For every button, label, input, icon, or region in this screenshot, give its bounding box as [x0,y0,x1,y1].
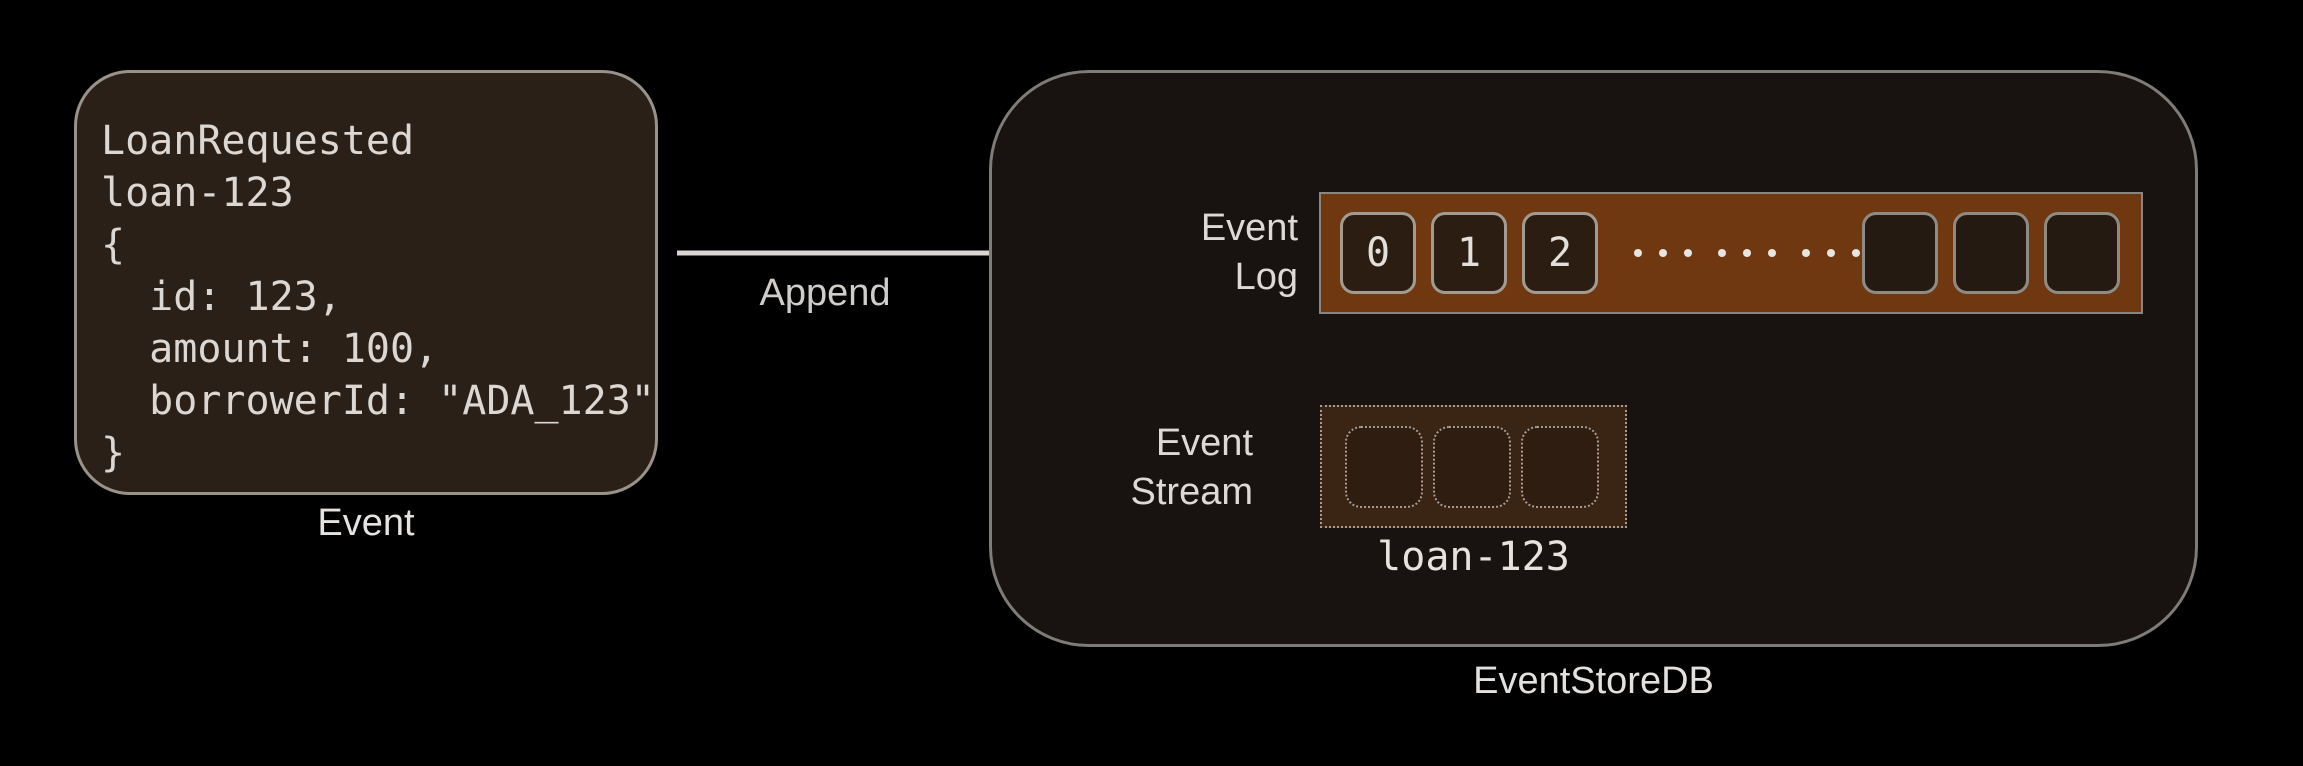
event-stream-empty-cell [1521,425,1599,508]
code-line-borrower-id: borrowerId: "ADA_123" [101,378,655,424]
ellipsis-dot [1634,249,1642,257]
event-log-label-line1: Event [1200,207,1298,249]
ellipsis-dot [1768,249,1776,257]
event-log-empty-cell [1862,212,1938,294]
event-stream-empty-cell [1345,425,1423,508]
event-stream-name: loan-123 [1377,534,1570,580]
event-log-label: Event Log [1000,204,1298,302]
code-line-stream-id: loan-123 [101,170,294,216]
ellipsis-dot [1684,249,1692,257]
eventstoredb-container [989,70,2198,647]
eventstoredb-caption: EventStoreDB [1473,660,1714,702]
event-log-empty-cell [1953,212,2029,294]
ellipsis-dot [1802,249,1810,257]
event-stream-label: Event Stream [950,419,1253,517]
code-line-amount: amount: 100, [101,326,439,372]
ellipsis-dot [1743,249,1751,257]
code-line-brace-close: } [101,430,126,476]
code-line-id: id: 123, [101,274,342,320]
event-log-cell-0: 0 [1340,212,1416,294]
event-stream-label-line1: Event [1155,422,1253,464]
ellipsis-group [1718,249,1776,257]
event-log-cell-2: 2 [1522,212,1598,294]
event-stream-empty-cell [1433,425,1511,508]
event-stream-label-line2: Stream [1130,471,1253,513]
ellipsis-dot [1827,249,1835,257]
ellipsis-group [1802,249,1860,257]
event-card-caption: Event [317,502,415,544]
ellipsis-dot [1852,249,1860,257]
ellipsis-dot [1659,249,1667,257]
event-log-cell-1: 1 [1431,212,1507,294]
append-label: Append [759,272,891,314]
event-log-label-line2: Log [1234,256,1298,298]
code-line-brace-open: { [101,222,126,268]
event-log-bar: 0 1 2 [1319,192,2143,314]
event-stream-box [1320,405,1627,528]
code-line-event-type: LoanRequested [101,118,415,164]
ellipsis-dot [1718,249,1726,257]
event-log-ellipsis [1634,249,1860,257]
event-log-empty-cell [2044,212,2120,294]
ellipsis-group [1634,249,1692,257]
event-card: LoanRequested loan-123 { id: 123, amount… [74,70,658,495]
